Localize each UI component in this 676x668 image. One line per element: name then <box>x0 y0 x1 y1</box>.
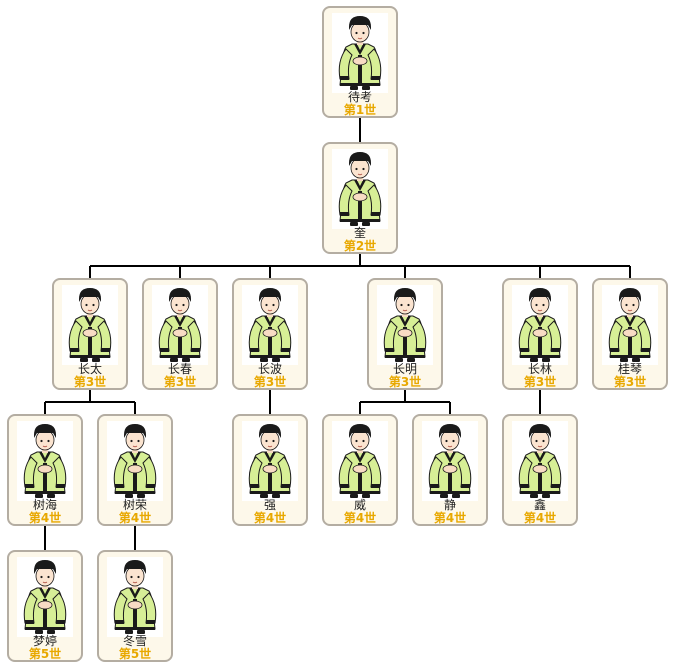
portrait <box>602 285 658 365</box>
figure-in-green-robe-icon <box>68 288 112 362</box>
portrait <box>242 285 298 365</box>
member-name: 奎 <box>353 226 366 240</box>
member-name: 冬雪 <box>122 634 147 648</box>
member-generation: 第4世 <box>253 511 287 525</box>
portrait <box>512 285 568 365</box>
member-generation: 第4世 <box>343 511 377 525</box>
member-card-m13[interactable]: 静 第4世 <box>412 414 488 526</box>
member-card-m6[interactable]: 长明 第3世 <box>367 278 443 390</box>
figure-in-green-robe-icon <box>113 560 157 634</box>
member-name: 长春 <box>167 362 192 376</box>
member-generation: 第3世 <box>163 375 197 389</box>
member-name: 树荣 <box>122 498 147 512</box>
member-card-m10[interactable]: 树荣 第4世 <box>97 414 173 526</box>
member-name: 长明 <box>392 362 417 376</box>
member-generation: 第2世 <box>343 239 377 253</box>
figure-in-green-robe-icon <box>383 288 427 362</box>
member-name: 长波 <box>257 362 282 376</box>
member-card-m14[interactable]: 鑫 第4世 <box>502 414 578 526</box>
member-card-m1[interactable]: 待考 第1世 <box>322 6 398 118</box>
portrait <box>377 285 433 365</box>
member-card-m2[interactable]: 奎 第2世 <box>322 142 398 254</box>
member-generation: 第5世 <box>28 647 62 661</box>
member-name: 鑫 <box>533 498 546 512</box>
member-name: 长林 <box>527 362 552 376</box>
member-generation: 第4世 <box>118 511 152 525</box>
member-name: 强 <box>263 498 276 512</box>
member-name: 长太 <box>77 362 102 376</box>
member-generation: 第1世 <box>343 103 377 117</box>
portrait <box>332 421 388 501</box>
figure-in-green-robe-icon <box>158 288 202 362</box>
figure-in-green-robe-icon <box>608 288 652 362</box>
portrait <box>332 13 388 93</box>
member-card-m11[interactable]: 强 第4世 <box>232 414 308 526</box>
member-name: 梦婷 <box>32 634 57 648</box>
member-card-m8[interactable]: 桂琴 第3世 <box>592 278 668 390</box>
member-name: 桂琴 <box>617 362 642 376</box>
figure-in-green-robe-icon <box>113 424 157 498</box>
portrait <box>332 149 388 229</box>
figure-in-green-robe-icon <box>338 16 382 90</box>
portrait <box>422 421 478 501</box>
portrait <box>107 421 163 501</box>
member-card-m16[interactable]: 冬雪 第5世 <box>97 550 173 662</box>
portrait <box>512 421 568 501</box>
portrait <box>107 557 163 637</box>
member-generation: 第4世 <box>28 511 62 525</box>
member-card-m7[interactable]: 长林 第3世 <box>502 278 578 390</box>
figure-in-green-robe-icon <box>338 152 382 226</box>
portrait <box>17 421 73 501</box>
figure-in-green-robe-icon <box>248 424 292 498</box>
member-card-m15[interactable]: 梦婷 第5世 <box>7 550 83 662</box>
figure-in-green-robe-icon <box>428 424 472 498</box>
member-generation: 第3世 <box>523 375 557 389</box>
portrait <box>152 285 208 365</box>
portrait <box>17 557 73 637</box>
member-card-m5[interactable]: 长波 第3世 <box>232 278 308 390</box>
portrait <box>62 285 118 365</box>
figure-in-green-robe-icon <box>23 560 67 634</box>
member-name: 静 <box>443 498 456 512</box>
member-generation: 第4世 <box>523 511 557 525</box>
member-card-m4[interactable]: 长春 第3世 <box>142 278 218 390</box>
member-generation: 第5世 <box>118 647 152 661</box>
member-generation: 第3世 <box>388 375 422 389</box>
figure-in-green-robe-icon <box>248 288 292 362</box>
member-name: 树海 <box>32 498 57 512</box>
member-generation: 第3世 <box>253 375 287 389</box>
member-card-m9[interactable]: 树海 第4世 <box>7 414 83 526</box>
member-generation: 第3世 <box>613 375 647 389</box>
member-name: 待考 <box>347 90 372 104</box>
member-name: 威 <box>353 498 366 512</box>
portrait <box>242 421 298 501</box>
member-generation: 第4世 <box>433 511 467 525</box>
member-generation: 第3世 <box>73 375 107 389</box>
figure-in-green-robe-icon <box>338 424 382 498</box>
member-card-m12[interactable]: 威 第4世 <box>322 414 398 526</box>
figure-in-green-robe-icon <box>518 288 562 362</box>
figure-in-green-robe-icon <box>518 424 562 498</box>
figure-in-green-robe-icon <box>23 424 67 498</box>
member-card-m3[interactable]: 长太 第3世 <box>52 278 128 390</box>
